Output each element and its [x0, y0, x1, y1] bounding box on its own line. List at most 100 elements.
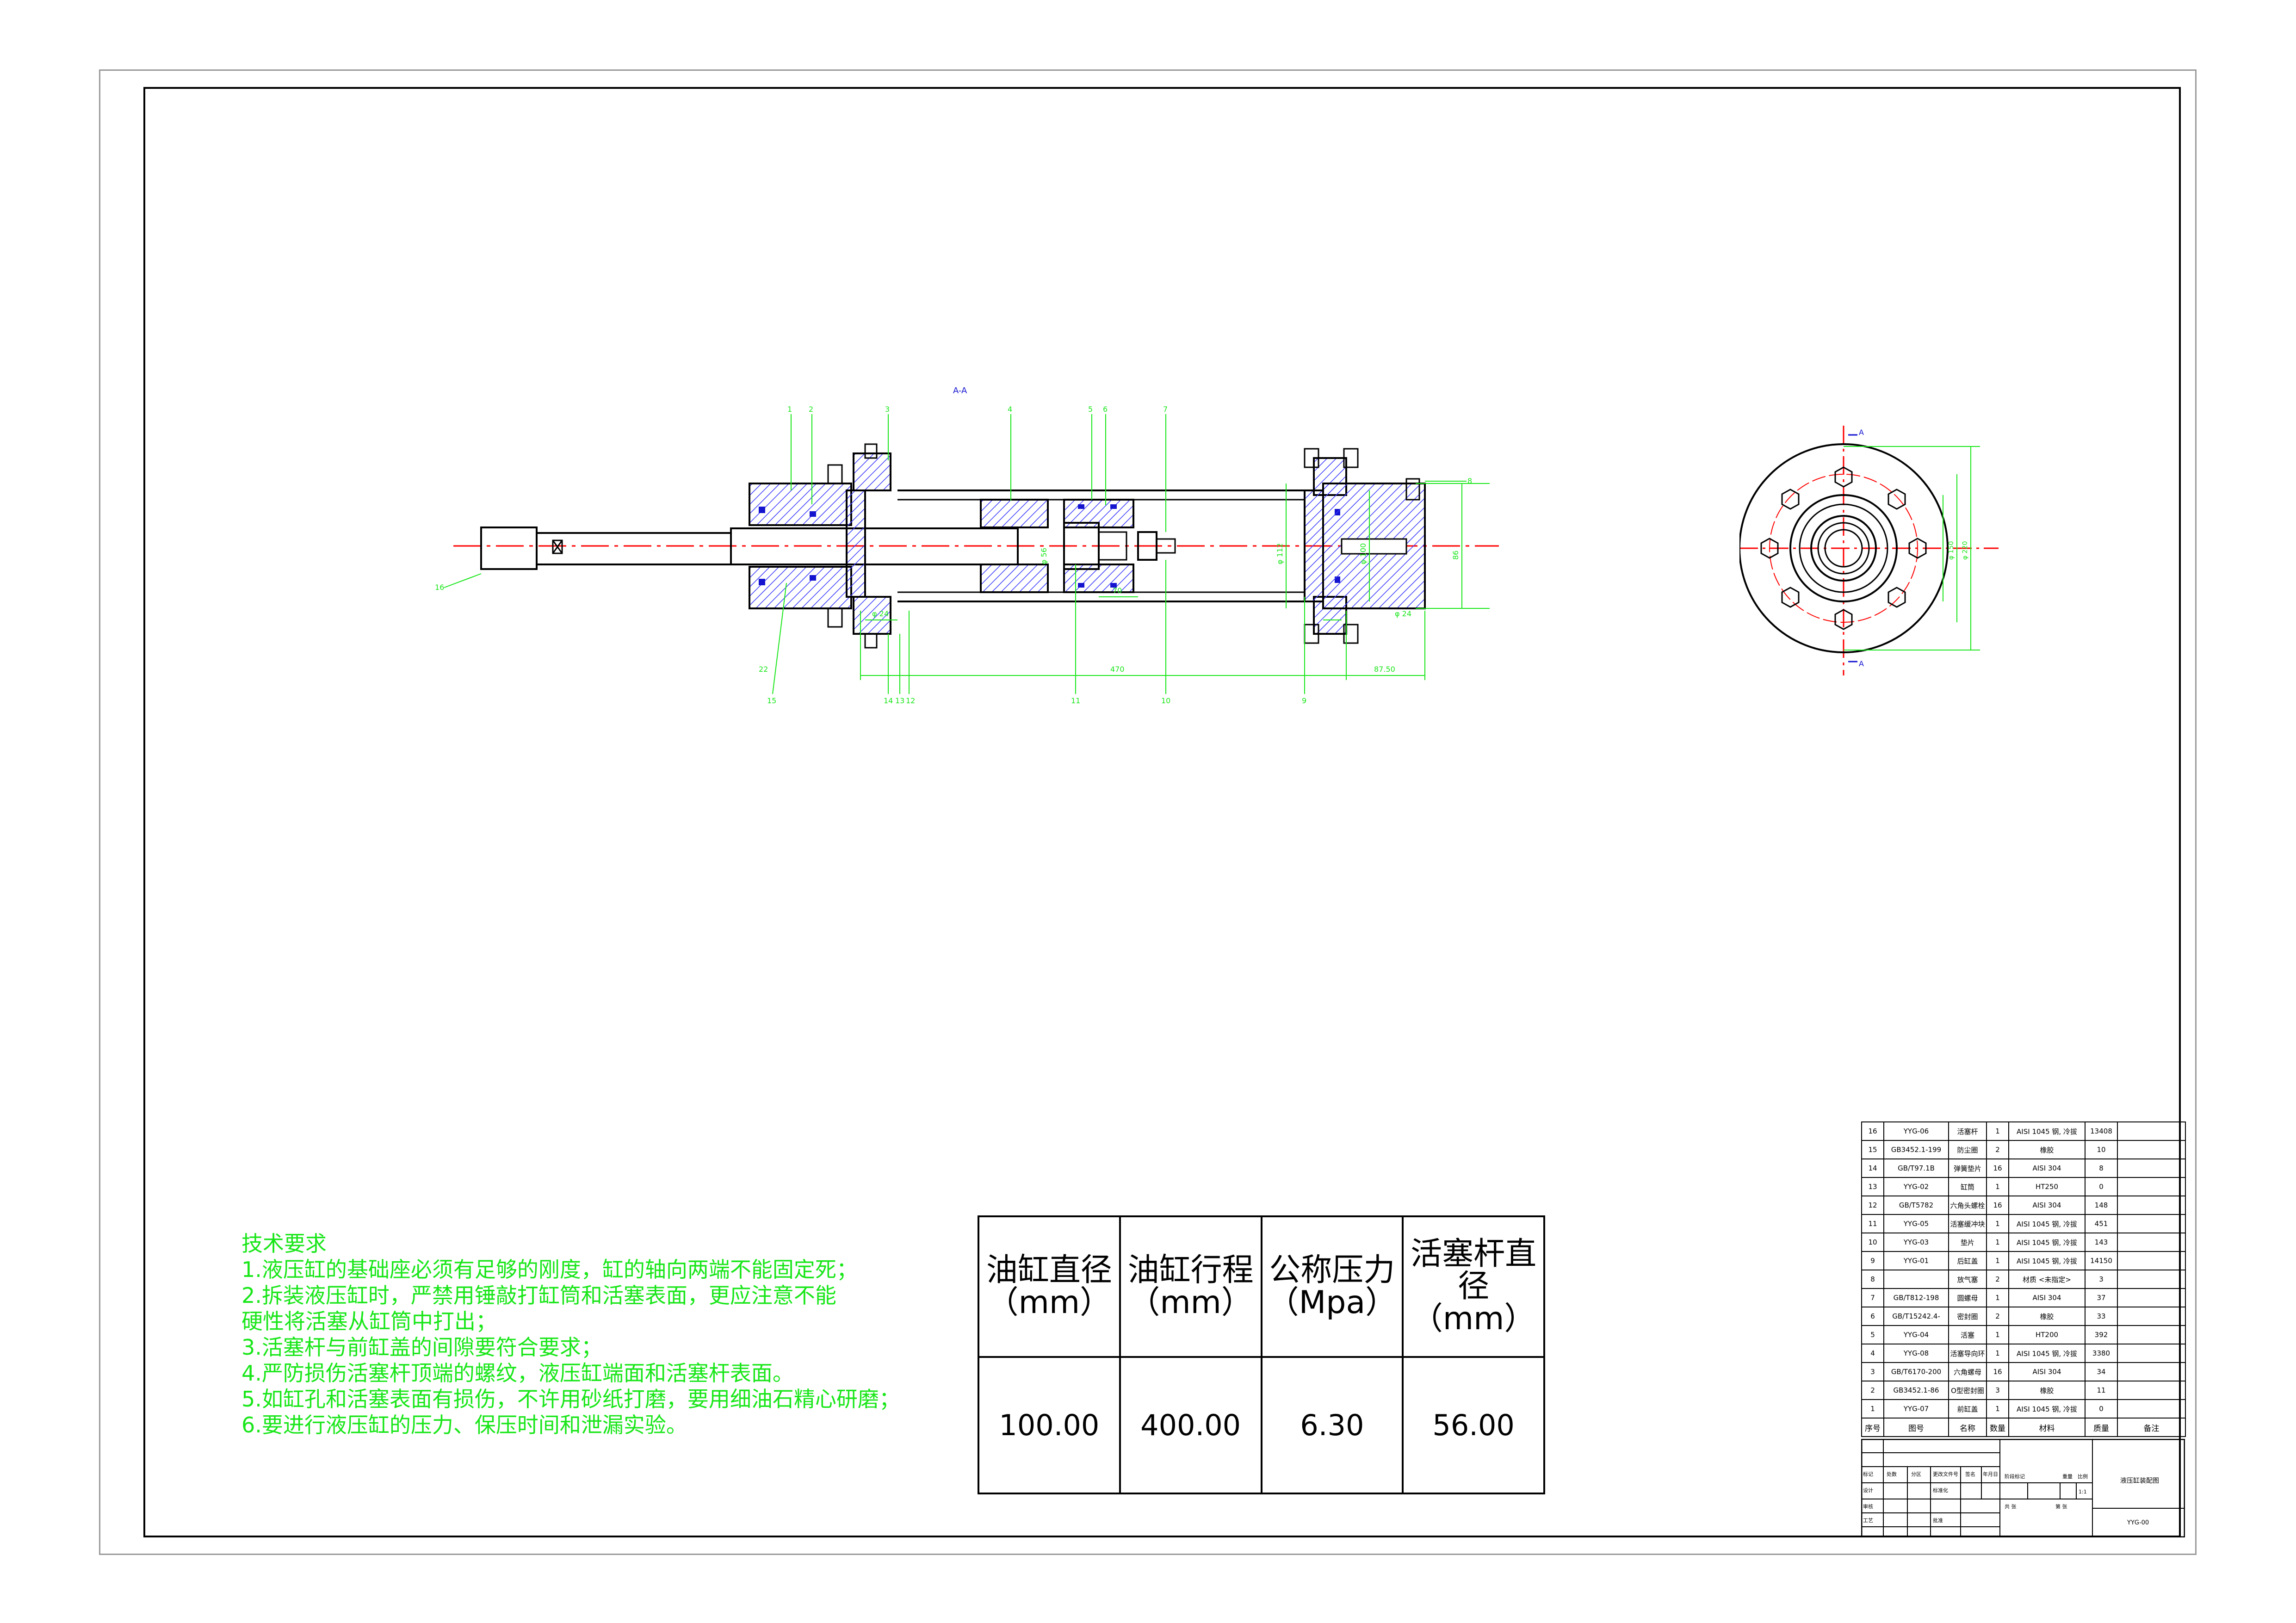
bom-cell: 6 [1861, 1307, 1884, 1326]
bom-cell: O型密封圈 [1948, 1381, 1987, 1400]
tech-item: 硬性将活塞从缸筒中打出； [241, 1309, 497, 1334]
bom-cell: 16 [1986, 1196, 2009, 1215]
bom-cell: AISI 1045 钢, 冷拔 [2008, 1399, 2086, 1419]
bom-cell [2117, 1140, 2186, 1159]
param-value: 56.00 [1402, 1356, 1545, 1494]
parameters-table: 油缸直径（mm） 油缸行程（mm） 公称压力（Mpa） 活塞杆直径（mm） 10… [978, 1215, 1545, 1494]
bom-cell: 8 [2085, 1158, 2118, 1178]
bom-cell [2117, 1381, 2186, 1400]
balloon-7: 7 [1163, 405, 1168, 414]
bom-cell [2117, 1270, 2186, 1289]
bom-cell: 密封圈 [1948, 1307, 1987, 1326]
leader-lines [444, 414, 1467, 694]
bom-cell: 材料 [2008, 1418, 2086, 1437]
tech-item: 2.拆装液压缸时，严禁用锤敲打缸筒和活塞表面，更应注意不能 [241, 1283, 836, 1308]
bom-cell: 0 [2085, 1177, 2118, 1196]
balloon-8: 8 [1467, 477, 1472, 485]
tb-cell: 批准 [1933, 1517, 1943, 1524]
bom-cell: 橡胶 [2008, 1307, 2086, 1326]
section-mark-top: A [1859, 428, 1864, 437]
tb-cell: 比例 [2078, 1473, 2088, 1480]
balloon-10: 10 [1161, 696, 1170, 705]
bom-cell: 1 [1986, 1214, 2009, 1233]
end-view: φ 220 φ 150 A A [1739, 426, 1999, 675]
bom-cell: 16 [1861, 1121, 1884, 1141]
front-cover [749, 443, 891, 649]
tb-cell: 年月日 [1983, 1471, 1998, 1477]
bom-cell: 1 [1986, 1325, 2009, 1344]
bom-cell: 1 [1986, 1121, 2009, 1141]
bom-cell: AISI 1045 钢, 冷拔 [2008, 1121, 2086, 1141]
bom-cell: GB3452.1-199 [1883, 1140, 1949, 1159]
bom-cell: 1 [1986, 1177, 2009, 1196]
bom-cell: 1 [1986, 1233, 2009, 1252]
bom-cell [2117, 1214, 2186, 1233]
bom-cell: 37 [2085, 1288, 2118, 1307]
bom-cell: 14 [1861, 1158, 1884, 1178]
bom-cell: 3 [2085, 1270, 2118, 1289]
dim-70: 70 [1113, 586, 1122, 595]
bom-cell [2117, 1362, 2186, 1381]
tb-cell: 工艺 [1863, 1518, 1873, 1524]
param-value: 400.00 [1119, 1356, 1262, 1494]
bom-cell: 11 [1861, 1214, 1884, 1233]
bom-cell: 11 [2085, 1381, 2118, 1400]
tech-item: 3.活塞杆与前缸盖的间隙要符合要求； [241, 1335, 602, 1360]
bom-cell: 15 [1861, 1140, 1884, 1159]
balloon-14: 14 [884, 696, 893, 705]
balloon-1: 1 [787, 405, 792, 414]
param-value: 6.30 [1260, 1356, 1404, 1494]
bom-cell: 放气塞 [1948, 1270, 1987, 1289]
bolt-holes [1760, 466, 1927, 630]
bom-cell: 质量 [2085, 1418, 2118, 1437]
bom-cell: 橡胶 [2008, 1140, 2086, 1159]
dim-rod: φ 56 [1040, 548, 1048, 564]
bom-cell: 4 [1861, 1344, 1884, 1363]
bom-cell: 148 [2085, 1196, 2118, 1215]
bom-cell [2117, 1177, 2186, 1196]
param-header: 公称压力（Mpa） [1260, 1215, 1404, 1358]
tb-cell: 签名 [1965, 1471, 1975, 1477]
bom-cell: AISI 1045 钢, 冷拔 [2008, 1214, 2086, 1233]
bom-cell: 1 [1986, 1251, 2009, 1270]
bom-cell: 1 [1986, 1344, 2009, 1363]
bom-cell: YYG-06 [1883, 1121, 1949, 1141]
bom-cell: YYG-04 [1883, 1325, 1949, 1344]
bom-cell: 5 [1861, 1325, 1884, 1344]
balloon-16: 16 [435, 583, 444, 592]
bom-cell: YYG-03 [1883, 1233, 1949, 1252]
bom-cell: AISI 1045 钢, 冷拔 [2008, 1344, 2086, 1363]
balloon-6: 6 [1103, 405, 1108, 414]
technical-requirements: 技术要求 1.液压缸的基础座必须有足够的刚度，缸的轴向两端不能固定死； 2.拆装… [241, 1231, 900, 1438]
tb-cell: 共 张 [2005, 1504, 2017, 1510]
bom-cell: 10 [2085, 1140, 2118, 1159]
balloon-9: 9 [1302, 696, 1306, 705]
bom-cell: 六角头螺栓 [1948, 1196, 1987, 1215]
bom-cell: 活塞杆 [1948, 1121, 1987, 1141]
tb-cell: 第 张 [2055, 1503, 2067, 1510]
tb-cell: 设计 [1863, 1487, 1873, 1493]
balloon-11: 11 [1071, 696, 1080, 705]
bom-cell: 圆螺母 [1948, 1288, 1987, 1307]
tb-cell: 重量 [2062, 1473, 2073, 1480]
bom-cell: GB/T15242.4- [1883, 1307, 1949, 1326]
dim-86: 86 [1451, 551, 1460, 560]
bom-cell: 9 [1861, 1251, 1884, 1270]
bom-cell: AISI 304 [2008, 1362, 2086, 1381]
tech-item: 4.严防损伤活塞杆顶端的螺纹，液压缸端面和活塞杆表面。 [241, 1361, 794, 1386]
bom-cell: 防尘圈 [1948, 1140, 1987, 1159]
bom-cell [2117, 1233, 2186, 1252]
balloon-2: 2 [809, 405, 813, 414]
bom-cell: 2 [1986, 1307, 2009, 1326]
param-header: 油缸直径（mm） [978, 1215, 1121, 1358]
bom-cell [2117, 1307, 2186, 1326]
tb-cell: 处数 [1887, 1471, 1897, 1477]
param-header: 油缸行程（mm） [1119, 1215, 1262, 1358]
tech-item: 5.如缸孔和活塞表面有损伤，不许用砂纸打磨，要用细油石精心研磨； [241, 1387, 900, 1412]
